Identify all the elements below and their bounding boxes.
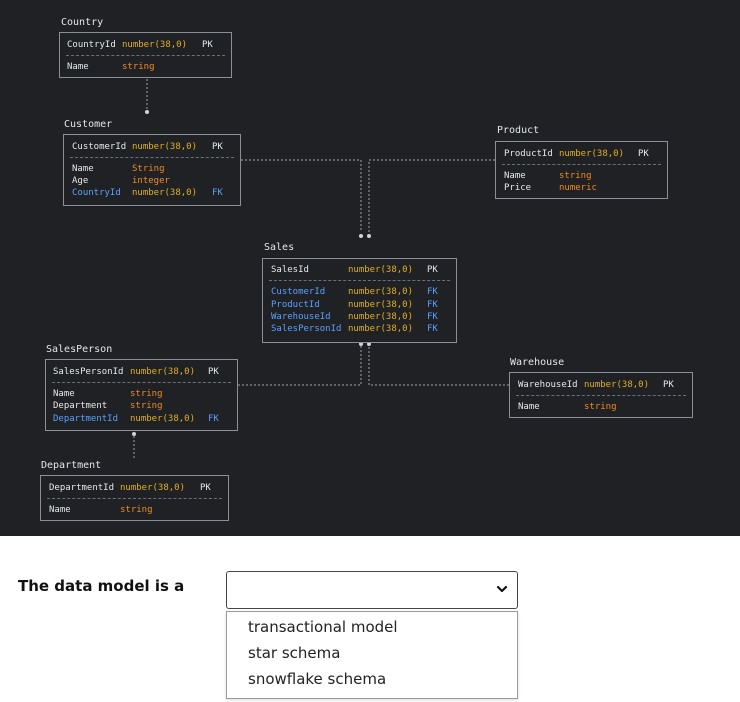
option-star-schema[interactable]: star schema xyxy=(248,644,341,662)
col-type: number(38,0) xyxy=(132,188,198,198)
line-salesperson-sales xyxy=(238,346,362,386)
relationship-lines xyxy=(132,79,509,458)
col-type: numeric xyxy=(559,183,597,193)
col-type: string xyxy=(130,401,163,411)
pk-key: PK xyxy=(427,265,438,275)
connector-dot xyxy=(359,342,363,346)
table-product: ProductId number(38,0) PK Name string Pr… xyxy=(495,141,668,199)
pk-key: PK xyxy=(208,367,219,377)
table-sales: SalesId number(38,0) PK CustomerId numbe… xyxy=(262,258,457,343)
col-type: number(38,0) xyxy=(348,312,414,322)
col-key: FK xyxy=(427,300,438,310)
col-key: FK xyxy=(212,188,223,198)
col-type: string xyxy=(130,389,163,399)
pk-name: WarehouseId xyxy=(518,380,578,390)
connector-dot xyxy=(367,342,371,346)
table-title-warehouse: Warehouse xyxy=(510,357,565,368)
pk-key: PK xyxy=(212,142,223,152)
col-key: FK xyxy=(427,324,438,334)
col-type: string xyxy=(559,171,592,181)
pk-name: DepartmentId xyxy=(49,483,115,493)
col-name: Price xyxy=(504,183,532,193)
pk-key: PK xyxy=(200,483,211,493)
pk-key: PK xyxy=(663,380,674,390)
dropdown-options-list: transactional model star schema snowflak… xyxy=(226,611,518,699)
table-title-sales: Sales xyxy=(264,242,295,253)
col-type: String xyxy=(132,164,165,174)
col-type: string xyxy=(120,505,153,515)
table-title-country: Country xyxy=(61,17,104,28)
col-name: CountryId xyxy=(72,188,121,198)
separator xyxy=(52,382,231,383)
option-snowflake-schema[interactable]: snowflake schema xyxy=(248,670,387,688)
col-key: FK xyxy=(427,312,438,322)
col-name: Name xyxy=(49,505,71,515)
chevron-down-icon xyxy=(496,585,508,593)
col-type: number(38,0) xyxy=(348,324,414,334)
pk-name: ProductId xyxy=(504,149,553,159)
col-name: Name xyxy=(504,171,526,181)
col-name: Department xyxy=(53,401,108,411)
connector-dot xyxy=(367,234,371,238)
col-type: string xyxy=(584,402,617,412)
separator xyxy=(66,55,225,56)
table-department: DepartmentId number(38,0) PK Name string xyxy=(40,475,229,521)
separator xyxy=(70,157,234,158)
pk-name: SalesId xyxy=(271,265,309,275)
line-product-sales xyxy=(368,159,495,232)
pk-type: number(38,0) xyxy=(130,367,196,377)
col-type: string xyxy=(122,62,155,72)
er-diagram: Country CountryId number(38,0) PK Name s… xyxy=(0,0,740,536)
pk-type: number(38,0) xyxy=(584,380,650,390)
pk-key: PK xyxy=(638,149,649,159)
col-name: Name xyxy=(72,164,94,174)
line-customer-sales xyxy=(241,159,362,232)
col-name: DepartmentId xyxy=(53,414,119,424)
separator xyxy=(516,395,686,396)
col-key: FK xyxy=(427,287,438,297)
table-customer: CustomerId number(38,0) PK Name String A… xyxy=(63,134,241,206)
pk-name: SalesPersonId xyxy=(53,367,124,377)
pk-type: number(38,0) xyxy=(122,40,188,50)
col-name: WarehouseId xyxy=(271,312,331,322)
col-name: ProductId xyxy=(271,300,320,310)
col-type: number(38,0) xyxy=(348,287,414,297)
table-salesperson: SalesPersonId number(38,0) PK Name strin… xyxy=(45,359,238,431)
col-type: number(38,0) xyxy=(348,300,414,310)
connector-dot xyxy=(145,110,149,114)
pk-type: number(38,0) xyxy=(348,265,414,275)
answer-dropdown[interactable] xyxy=(226,571,518,609)
col-name: Age xyxy=(72,176,89,186)
pk-name: CustomerId xyxy=(72,142,127,152)
table-title-department: Department xyxy=(41,460,102,471)
table-title-customer: Customer xyxy=(64,119,113,130)
col-name: Name xyxy=(518,402,540,412)
table-title-salesperson: SalesPerson xyxy=(46,344,113,355)
col-name: Name xyxy=(53,389,75,399)
col-name: CustomerId xyxy=(271,287,326,297)
pk-type: number(38,0) xyxy=(120,483,186,493)
col-name: SalesPersonId xyxy=(271,324,342,334)
separator xyxy=(47,498,222,499)
question-prompt: The data model is a xyxy=(18,577,185,595)
pk-type: number(38,0) xyxy=(559,149,625,159)
pk-name: CountryId xyxy=(67,40,116,50)
table-title-product: Product xyxy=(497,125,540,136)
col-key: FK xyxy=(208,414,219,424)
table-warehouse: WarehouseId number(38,0) PK Name string xyxy=(509,372,693,418)
line-warehouse-sales xyxy=(368,346,509,386)
col-type: integer xyxy=(132,176,170,186)
separator xyxy=(502,164,661,165)
connector-dot xyxy=(359,234,363,238)
col-name: Name xyxy=(67,62,89,72)
option-transactional-model[interactable]: transactional model xyxy=(248,618,398,636)
pk-type: number(38,0) xyxy=(132,142,198,152)
col-type: number(38,0) xyxy=(130,414,196,424)
pk-key: PK xyxy=(202,40,213,50)
connector-dot xyxy=(132,432,136,436)
table-country: CountryId number(38,0) PK Name string xyxy=(59,32,232,78)
separator xyxy=(269,280,450,281)
